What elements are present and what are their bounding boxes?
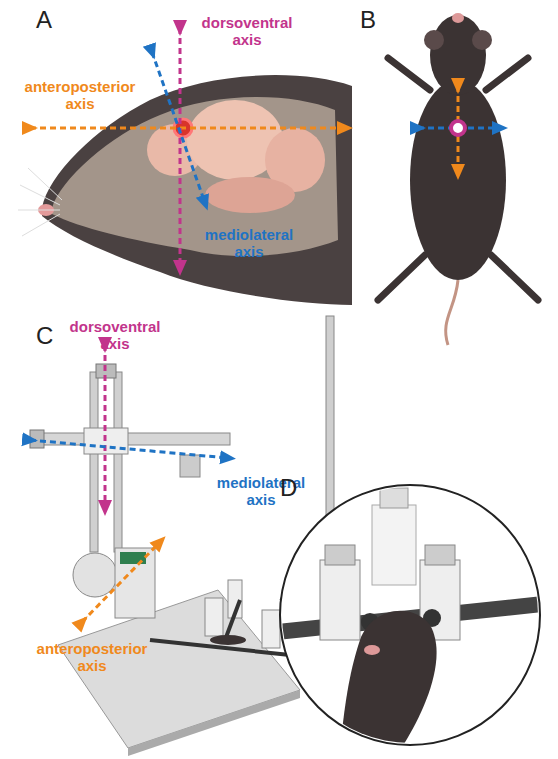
panel-letter: A bbox=[36, 6, 66, 34]
ear bbox=[424, 30, 444, 50]
axis-label: dorsoventral axis bbox=[60, 318, 170, 353]
tail bbox=[446, 280, 458, 345]
axis-label: mediolateral axis bbox=[206, 474, 316, 509]
knob bbox=[325, 545, 355, 565]
axis-label: dorsoventral axis bbox=[192, 14, 302, 49]
knob bbox=[380, 488, 408, 508]
mouse-top-view bbox=[378, 13, 538, 345]
stereotaxic-frame bbox=[30, 316, 334, 756]
nose-bar bbox=[225, 600, 240, 640]
origin-point bbox=[451, 121, 465, 135]
nose bbox=[452, 13, 464, 23]
ml-axis-arrow bbox=[30, 440, 228, 458]
whiskers bbox=[18, 168, 62, 236]
head bbox=[430, 15, 486, 95]
ap-axis-arrow bbox=[82, 542, 160, 622]
dv-axis-arrow bbox=[179, 28, 182, 268]
ap-drive bbox=[73, 553, 117, 597]
ear-bar-post bbox=[262, 610, 280, 648]
mouse bbox=[210, 635, 246, 645]
rail bbox=[90, 372, 98, 552]
nose-clamp bbox=[372, 505, 416, 585]
ear bbox=[472, 30, 492, 50]
axis-label: anteroposterior axis bbox=[26, 640, 158, 675]
rail bbox=[114, 372, 122, 552]
axis-label: anteroposterior axis bbox=[14, 78, 146, 113]
crossbar bbox=[40, 433, 230, 445]
post bbox=[320, 560, 360, 640]
mouse-head bbox=[340, 611, 437, 750]
knob bbox=[425, 545, 455, 565]
zoom-content bbox=[270, 488, 550, 750]
panel-letter: C bbox=[36, 322, 66, 350]
panel-letter: D bbox=[280, 474, 310, 502]
body bbox=[410, 80, 506, 280]
nose bbox=[364, 645, 380, 655]
base-edge bbox=[128, 690, 300, 756]
panel-letter: B bbox=[360, 6, 390, 34]
dv-axis-arrow bbox=[104, 345, 107, 508]
ear-bar-post bbox=[205, 598, 223, 636]
clamp bbox=[180, 455, 200, 477]
ml-axis-arrow bbox=[152, 52, 205, 203]
ap-axis-arrow bbox=[30, 127, 345, 130]
axis-label: mediolateral axis bbox=[194, 226, 304, 261]
brain-stem bbox=[205, 177, 295, 213]
